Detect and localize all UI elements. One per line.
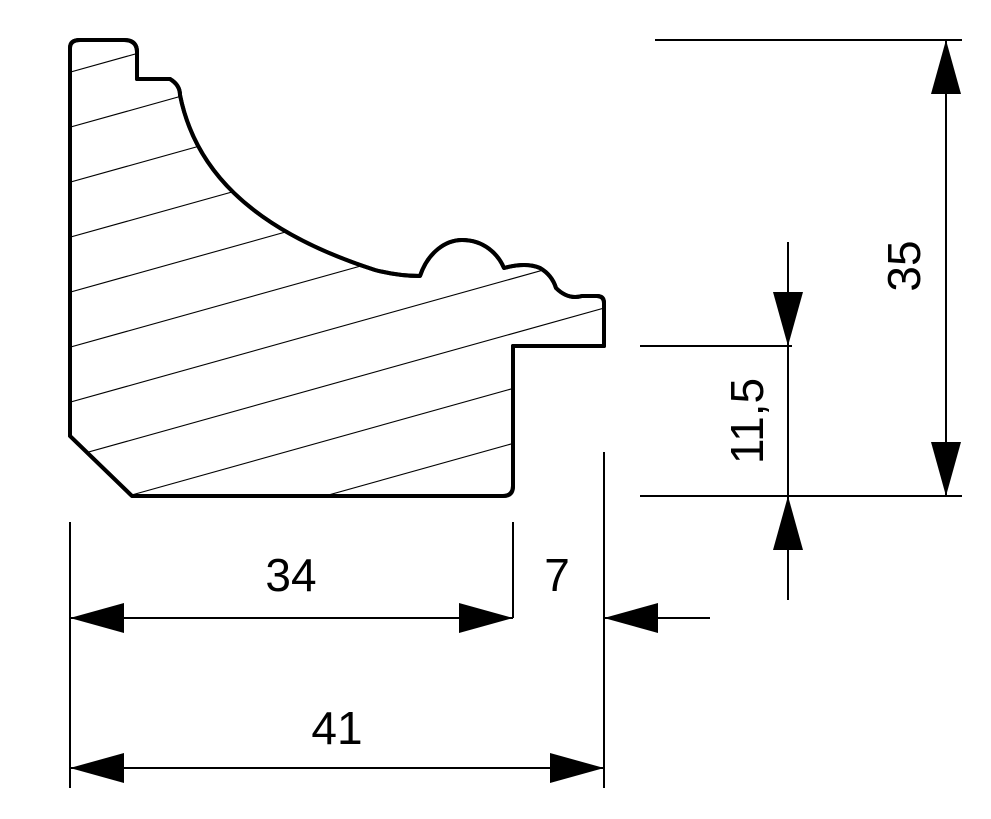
dimension-label-41: 41 bbox=[311, 702, 362, 754]
arrowhead bbox=[70, 753, 124, 783]
arrowhead bbox=[550, 753, 604, 783]
profile-outline bbox=[68, 38, 606, 498]
dimension-label-11-5: 11,5 bbox=[721, 378, 773, 464]
dimension-35: 35 bbox=[878, 40, 961, 496]
dimension-11-5: 11,5 bbox=[721, 242, 803, 600]
arrowhead bbox=[931, 442, 961, 496]
arrowhead bbox=[459, 603, 513, 633]
extension-lines bbox=[69, 39, 962, 788]
arrowhead bbox=[773, 292, 803, 346]
dimension-7: 7 bbox=[544, 549, 710, 633]
arrowhead bbox=[773, 496, 803, 550]
dimension-34: 34 bbox=[70, 549, 513, 633]
dimension-label-34: 34 bbox=[265, 549, 316, 601]
dimension-label-35: 35 bbox=[878, 240, 930, 291]
dimension-label-7: 7 bbox=[544, 549, 570, 601]
arrowhead bbox=[931, 40, 961, 94]
arrowhead bbox=[604, 603, 658, 633]
dimension-41: 41 bbox=[70, 702, 604, 783]
arrowhead bbox=[70, 603, 124, 633]
